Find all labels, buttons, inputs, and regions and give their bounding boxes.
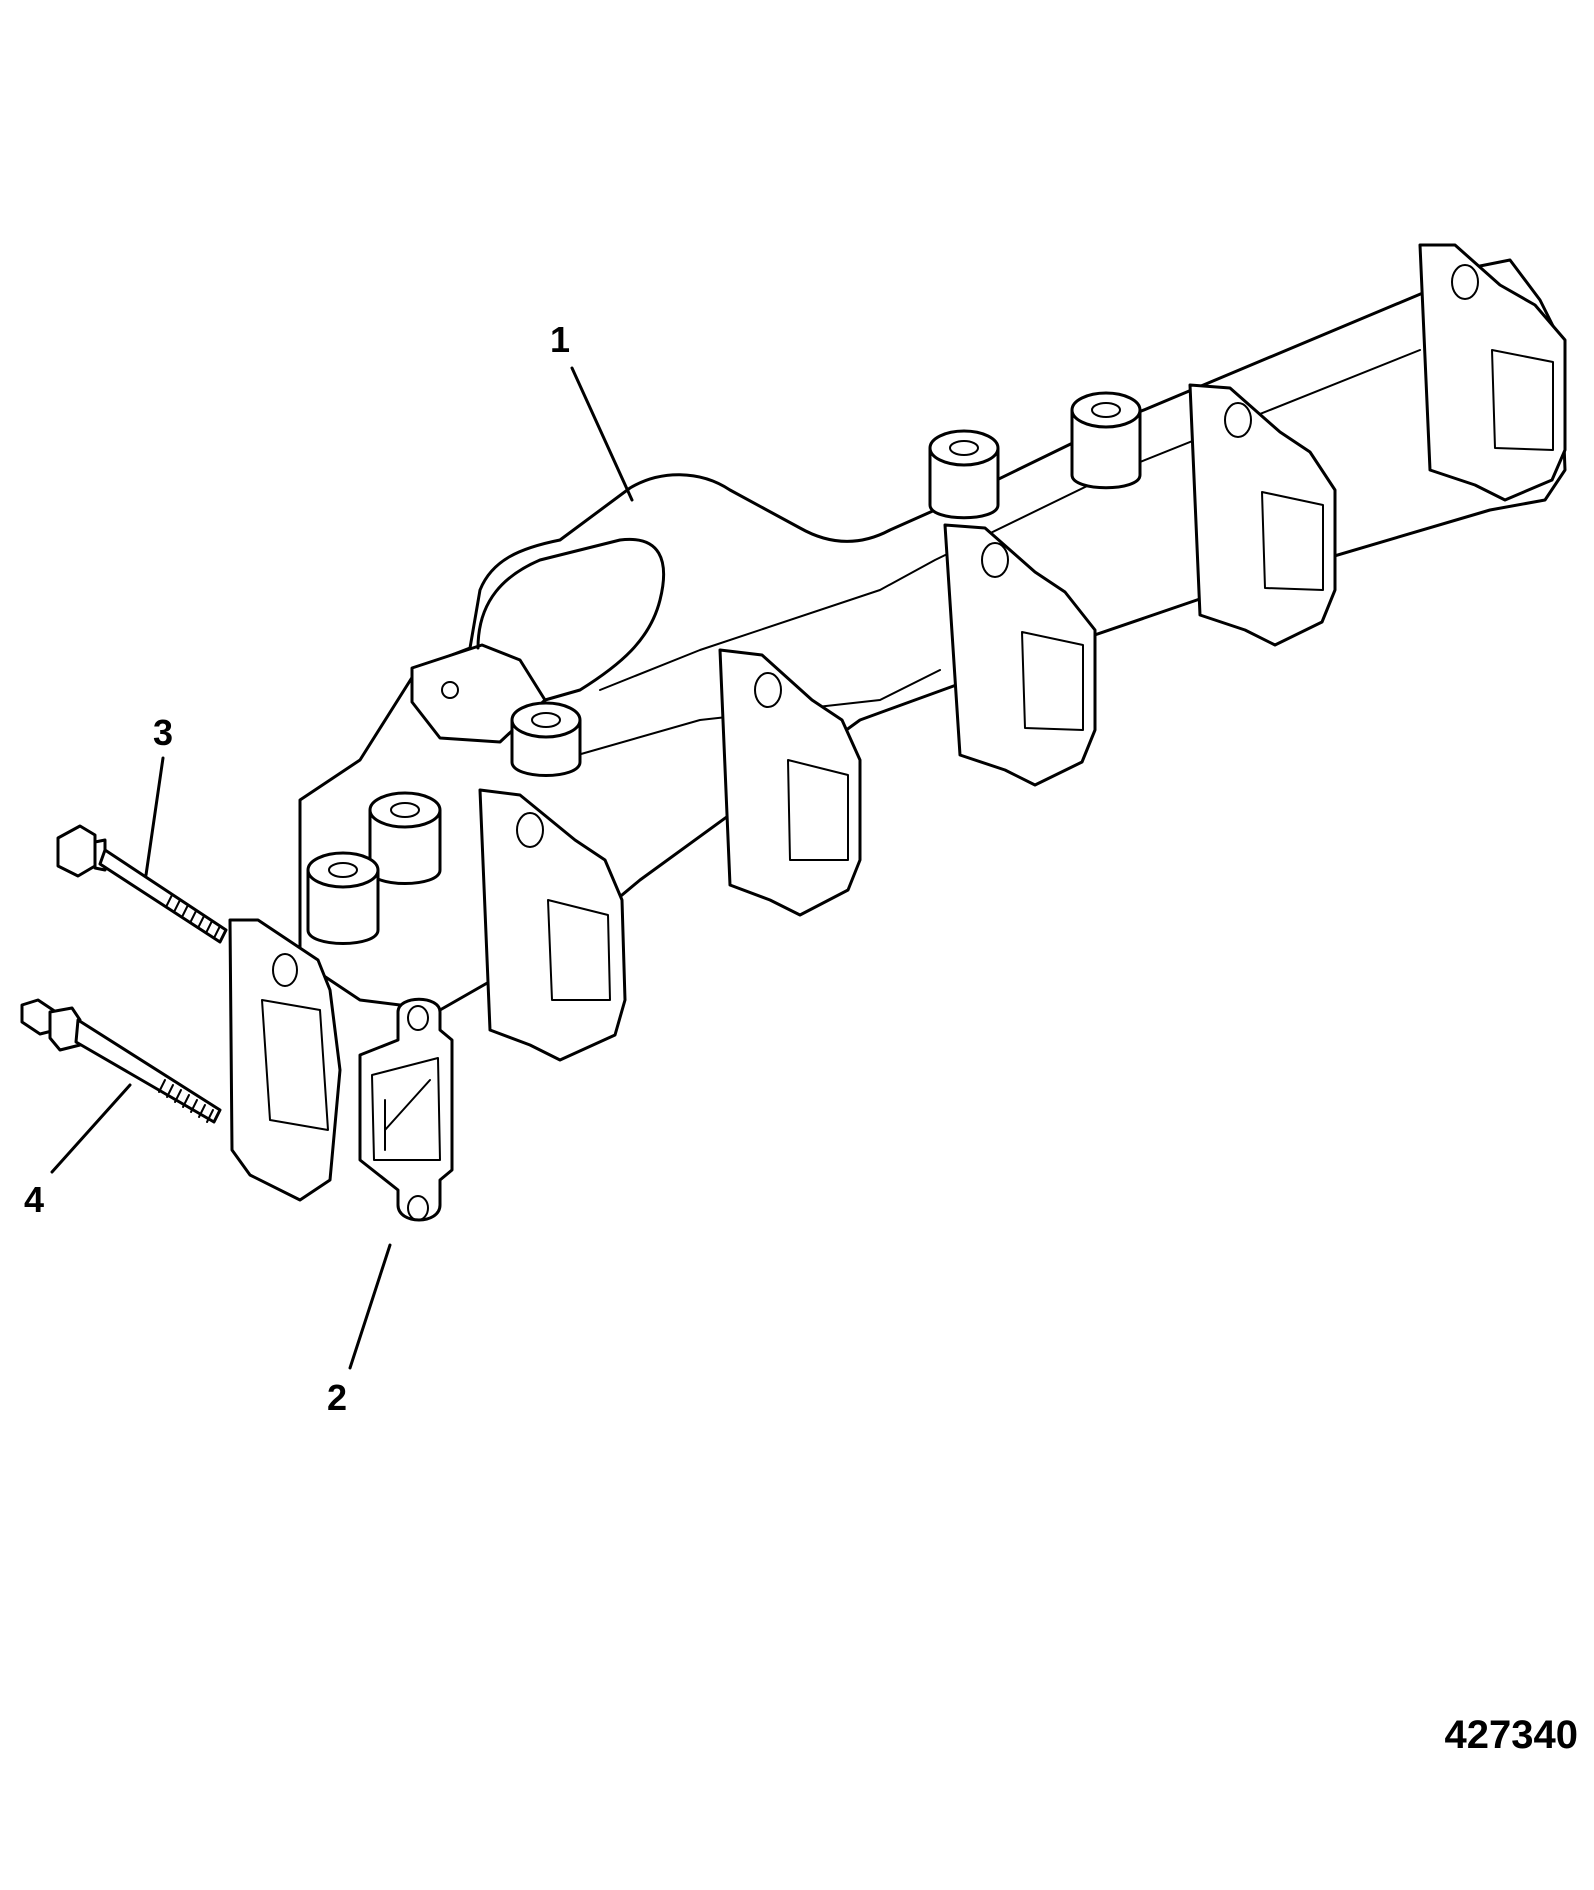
callout-leader-3 <box>144 756 165 877</box>
callout-leader-1 <box>570 366 634 502</box>
exhaust-manifold <box>228 243 1567 1202</box>
figure-id: 427340 <box>1444 1713 1578 1757</box>
manifold-boss <box>510 701 582 777</box>
callout-leader-4 <box>50 1083 132 1174</box>
manifold-port-flange <box>1418 243 1567 502</box>
callout-label-4: 4 <box>24 1179 44 1220</box>
manifold-boss <box>1070 391 1142 490</box>
manifold-port-flange <box>718 648 862 917</box>
callout-leader-2 <box>348 1243 392 1370</box>
exhaust-gasket <box>358 997 454 1222</box>
callout-label-3: 3 <box>153 712 173 753</box>
manifold-stud <box>20 998 222 1124</box>
manifold-port-flange <box>943 523 1097 787</box>
manifold-port-flange <box>228 918 342 1202</box>
manifold-boss <box>306 851 380 945</box>
manifold-boss <box>928 429 1000 520</box>
manifold-port-flange <box>1188 383 1337 647</box>
manifold-bolt <box>56 824 228 944</box>
manifold-port-flange <box>478 788 627 1062</box>
callout-label-2: 2 <box>327 1377 347 1418</box>
callout-label-1: 1 <box>550 319 570 360</box>
manifold-boss <box>368 791 442 885</box>
